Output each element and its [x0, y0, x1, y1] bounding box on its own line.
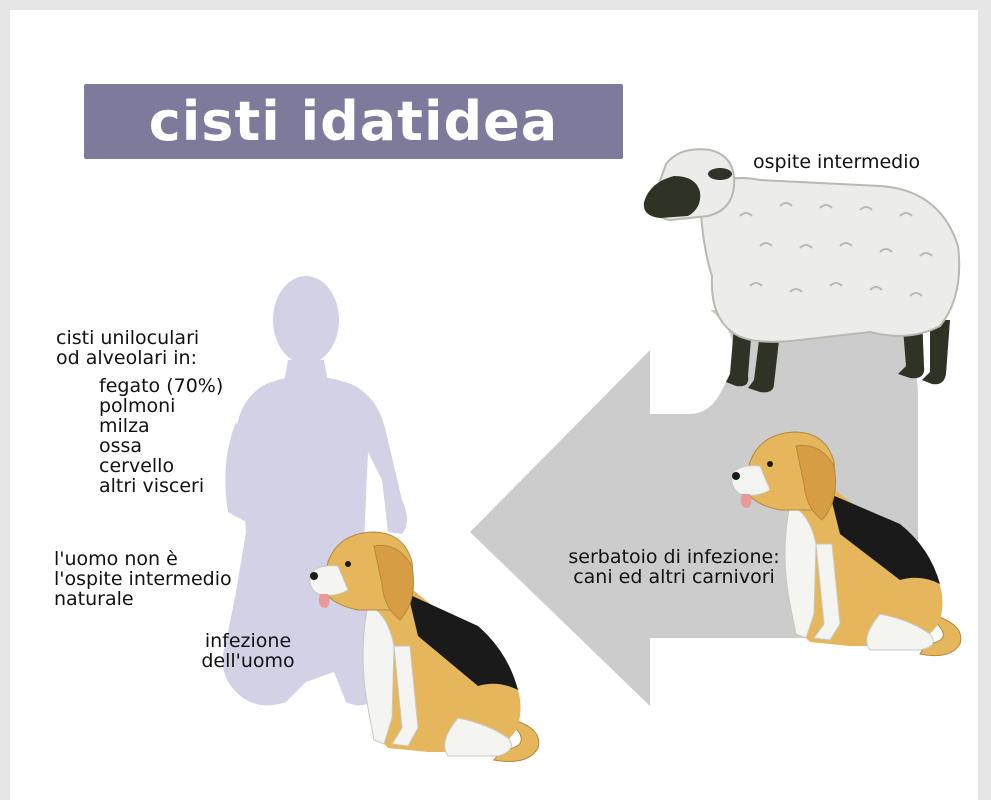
label-intermediate-host: ospite intermedio	[753, 151, 921, 173]
diagram-canvas: cisti idatidea ospite intermedio cisti u…	[10, 10, 978, 800]
list-item: ossa	[99, 435, 143, 457]
dog-icon	[731, 431, 962, 657]
label-human-infection-line1: infezione	[204, 630, 292, 652]
list-item: altri visceri	[99, 475, 205, 497]
label-reservoir-line1: serbatoio di infezione:	[568, 546, 780, 568]
page-title: cisti idatidea	[148, 90, 559, 153]
organ-list: fegato (70%) polmoni milza ossa cervello…	[99, 376, 223, 496]
label-human-infection-line2: dell'uomo	[201, 650, 295, 672]
label-cysts-line2: od alveolari in:	[56, 347, 197, 369]
list-item: milza	[99, 415, 150, 437]
label-human-not-host-line3: naturale	[54, 588, 134, 610]
label-human-not-host-line1: l'uomo non è	[54, 548, 178, 570]
title-banner: cisti idatidea	[84, 84, 623, 159]
dog-icon	[309, 531, 540, 762]
list-item: fegato (70%)	[99, 375, 224, 397]
label-reservoir-line2: cani ed altri carnivori	[573, 566, 775, 588]
list-item: polmoni	[99, 395, 176, 417]
sheep-icon	[643, 148, 961, 393]
label-human-not-host-line2: l'ospite intermedio	[54, 568, 232, 590]
label-cysts-line1: cisti uniloculari	[56, 327, 200, 349]
list-item: cervello	[99, 455, 175, 477]
